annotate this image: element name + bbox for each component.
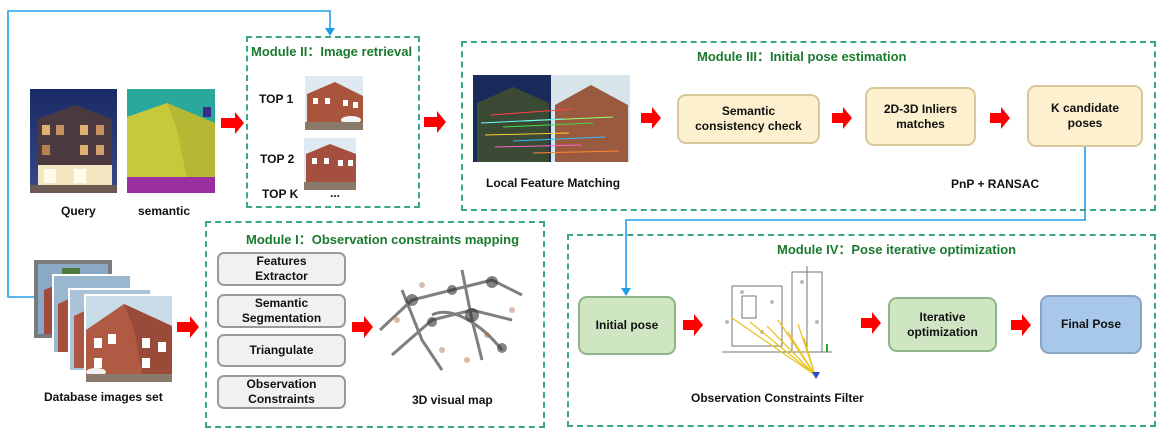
local-matching-image bbox=[473, 75, 630, 162]
arrow-filter-to-iterative bbox=[861, 312, 881, 334]
features-extractor-text: Features Extractor bbox=[255, 254, 308, 283]
module-2-box bbox=[246, 36, 420, 208]
candidate-arrowhead bbox=[621, 288, 631, 296]
arrow-check-to-inliers bbox=[832, 107, 852, 129]
triangulate-text: Triangulate bbox=[249, 343, 314, 357]
feedback-connector bbox=[7, 10, 331, 298]
module-4-title: Module IV：Pose iterative optimization bbox=[777, 242, 1017, 257]
iterative-optimization-text: Iterative optimization bbox=[907, 309, 978, 339]
triangulate-box: Triangulate bbox=[217, 334, 346, 367]
stacked-photos-icon bbox=[34, 260, 174, 384]
brick-building-icon bbox=[305, 76, 363, 130]
candidate-poses-box: K candidate poses bbox=[1027, 85, 1143, 147]
module-4-box bbox=[567, 234, 1156, 427]
point-cloud-icon bbox=[378, 269, 523, 371]
top2-label: TOP 2 bbox=[260, 152, 295, 166]
initial-pose-text: Initial pose bbox=[595, 318, 659, 332]
point-cloud-map bbox=[372, 260, 532, 385]
semantic-image bbox=[127, 89, 215, 193]
observation-constraints-text: Observation Constraints bbox=[246, 377, 317, 406]
local-matching-label: Local Feature Matching bbox=[486, 176, 621, 190]
visual-map-label: 3D visual map bbox=[412, 393, 493, 407]
arrow-database-to-module1 bbox=[177, 316, 199, 338]
top1-label: TOP 1 bbox=[259, 92, 294, 106]
module-1-box bbox=[205, 221, 545, 428]
final-pose-text: Final Pose bbox=[1060, 317, 1122, 331]
feedback-arrowhead bbox=[325, 28, 335, 36]
initial-pose-box: Initial pose bbox=[578, 296, 676, 355]
semantic-segmentation-box: Semantic Segmentation bbox=[217, 294, 346, 328]
module-1-title: Module I：Observation constraints mapping bbox=[246, 232, 520, 247]
inliers-matches-text: 2D-3D Inliers matches bbox=[883, 101, 958, 131]
dots-label: ... bbox=[330, 186, 341, 200]
semantic-mask-icon bbox=[127, 89, 215, 193]
query-label: Query bbox=[61, 204, 96, 218]
brick-building-icon bbox=[304, 138, 356, 190]
semantic-consistency-check-box: Semantic consistency check bbox=[677, 94, 820, 144]
semantic-segmentation-text: Semantic Segmentation bbox=[241, 296, 322, 325]
database-label: Database images set bbox=[44, 390, 163, 404]
arrow-initial-to-filter bbox=[683, 314, 703, 336]
module-2-title: Module II：Image retrieval bbox=[251, 44, 413, 59]
retrieved-image-2 bbox=[304, 138, 356, 190]
arrow-semantic-to-retrieval bbox=[221, 112, 244, 134]
arrow-retrieval-to-module3 bbox=[424, 111, 446, 133]
arrow-matching-to-semantic-check bbox=[641, 107, 661, 129]
camera-rays-icon bbox=[722, 266, 832, 379]
semantic-consistency-check-text: Semantic consistency check bbox=[695, 104, 802, 133]
observation-constraints-box: Observation Constraints bbox=[217, 375, 346, 409]
retrieved-image-1 bbox=[305, 76, 363, 130]
module-3-title: Module III：Initial pose estimation bbox=[697, 49, 907, 64]
database-image-stack bbox=[34, 260, 174, 385]
arrow-extract-to-map bbox=[352, 316, 373, 338]
arrow-iterative-to-final bbox=[1011, 314, 1031, 336]
topk-label: TOP K bbox=[262, 187, 299, 201]
candidate-connector bbox=[625, 147, 1086, 292]
arrow-inliers-to-candidates bbox=[990, 107, 1010, 129]
filter-label: Observation Constraints Filter bbox=[691, 391, 864, 405]
observation-filter-image bbox=[712, 262, 847, 382]
query-image bbox=[30, 89, 117, 193]
iterative-optimization-box: Iterative optimization bbox=[888, 297, 997, 352]
candidate-poses-text: K candidate poses bbox=[1050, 101, 1119, 130]
features-extractor-box: Features Extractor bbox=[217, 252, 346, 286]
pnp-ransac-label: PnP + RANSAC bbox=[951, 177, 1040, 191]
final-pose-box: Final Pose bbox=[1040, 295, 1142, 354]
inliers-matches-box: 2D-3D Inliers matches bbox=[865, 87, 976, 146]
module-3-box bbox=[461, 41, 1156, 211]
feature-matching-icon bbox=[473, 75, 630, 162]
night-building-icon bbox=[30, 89, 117, 193]
semantic-label: semantic bbox=[138, 204, 191, 218]
